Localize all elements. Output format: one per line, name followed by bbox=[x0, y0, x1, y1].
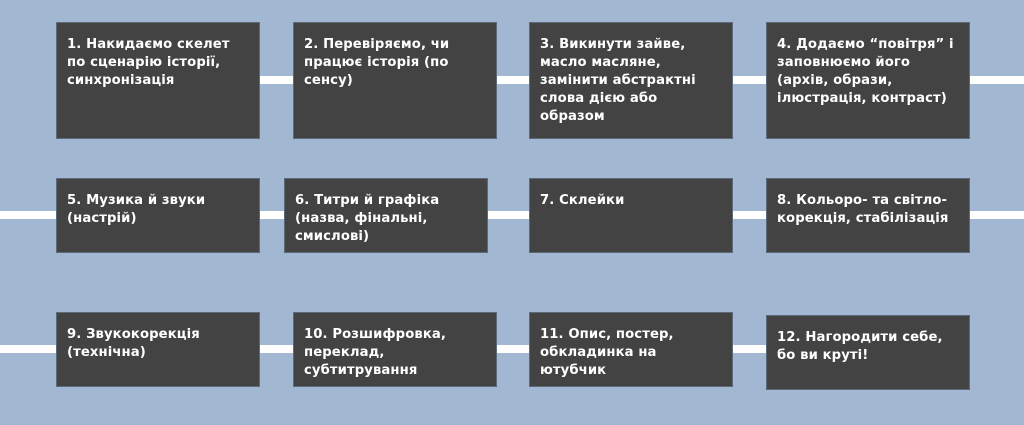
step-text-3: 3. Викинути зайве, масло масляне, заміни… bbox=[540, 37, 696, 124]
row-2-connector-line bbox=[0, 211, 1024, 219]
step-box-7: 7. Склейки bbox=[529, 178, 733, 253]
step-box-11: 11. Опис, постер, обкладинка на ютубчик bbox=[529, 312, 733, 387]
step-text-12: 12. Нагородити себе, бо ви круті! bbox=[777, 330, 943, 363]
step-box-5: 5. Музика й звуки (настрій) bbox=[56, 178, 260, 253]
step-box-2: 2. Перевіряємо, чи працює історія (по се… bbox=[293, 22, 497, 139]
step-box-6: 6. Титри й графіка (назва, фінальні, сми… bbox=[284, 178, 488, 253]
step-text-4: 4. Додаємо “повітря” і заповнюємо його (… bbox=[777, 37, 954, 106]
step-text-7: 7. Склейки bbox=[540, 193, 625, 208]
step-text-10: 10. Розшифровка, переклад, субтитрування bbox=[304, 327, 446, 378]
step-box-8: 8. Кольоро- та світло- корекція, стабілі… bbox=[766, 178, 970, 253]
step-box-3: 3. Викинути зайве, масло масляне, заміни… bbox=[529, 22, 733, 139]
step-text-2: 2. Перевіряємо, чи працює історія (по се… bbox=[304, 37, 450, 88]
step-box-9: 9. Звукокорекція (технічна) bbox=[56, 312, 260, 387]
step-text-8: 8. Кольоро- та світло- корекція, стабілі… bbox=[777, 193, 949, 226]
step-text-1: 1. Накидаємо скелет по сценарію історії,… bbox=[67, 37, 230, 88]
step-box-10: 10. Розшифровка, переклад, субтитрування bbox=[293, 312, 497, 387]
step-box-1: 1. Накидаємо скелет по сценарію історії,… bbox=[56, 22, 260, 139]
step-text-11: 11. Опис, постер, обкладинка на ютубчик bbox=[540, 327, 674, 378]
step-text-6: 6. Титри й графіка (назва, фінальні, сми… bbox=[295, 193, 440, 244]
step-text-9: 9. Звукокорекція (технічна) bbox=[67, 327, 200, 360]
step-text-5: 5. Музика й звуки (настрій) bbox=[67, 193, 206, 226]
step-box-4: 4. Додаємо “повітря” і заповнюємо його (… bbox=[766, 22, 970, 139]
step-box-12: 12. Нагородити себе, бо ви круті! bbox=[766, 315, 970, 390]
